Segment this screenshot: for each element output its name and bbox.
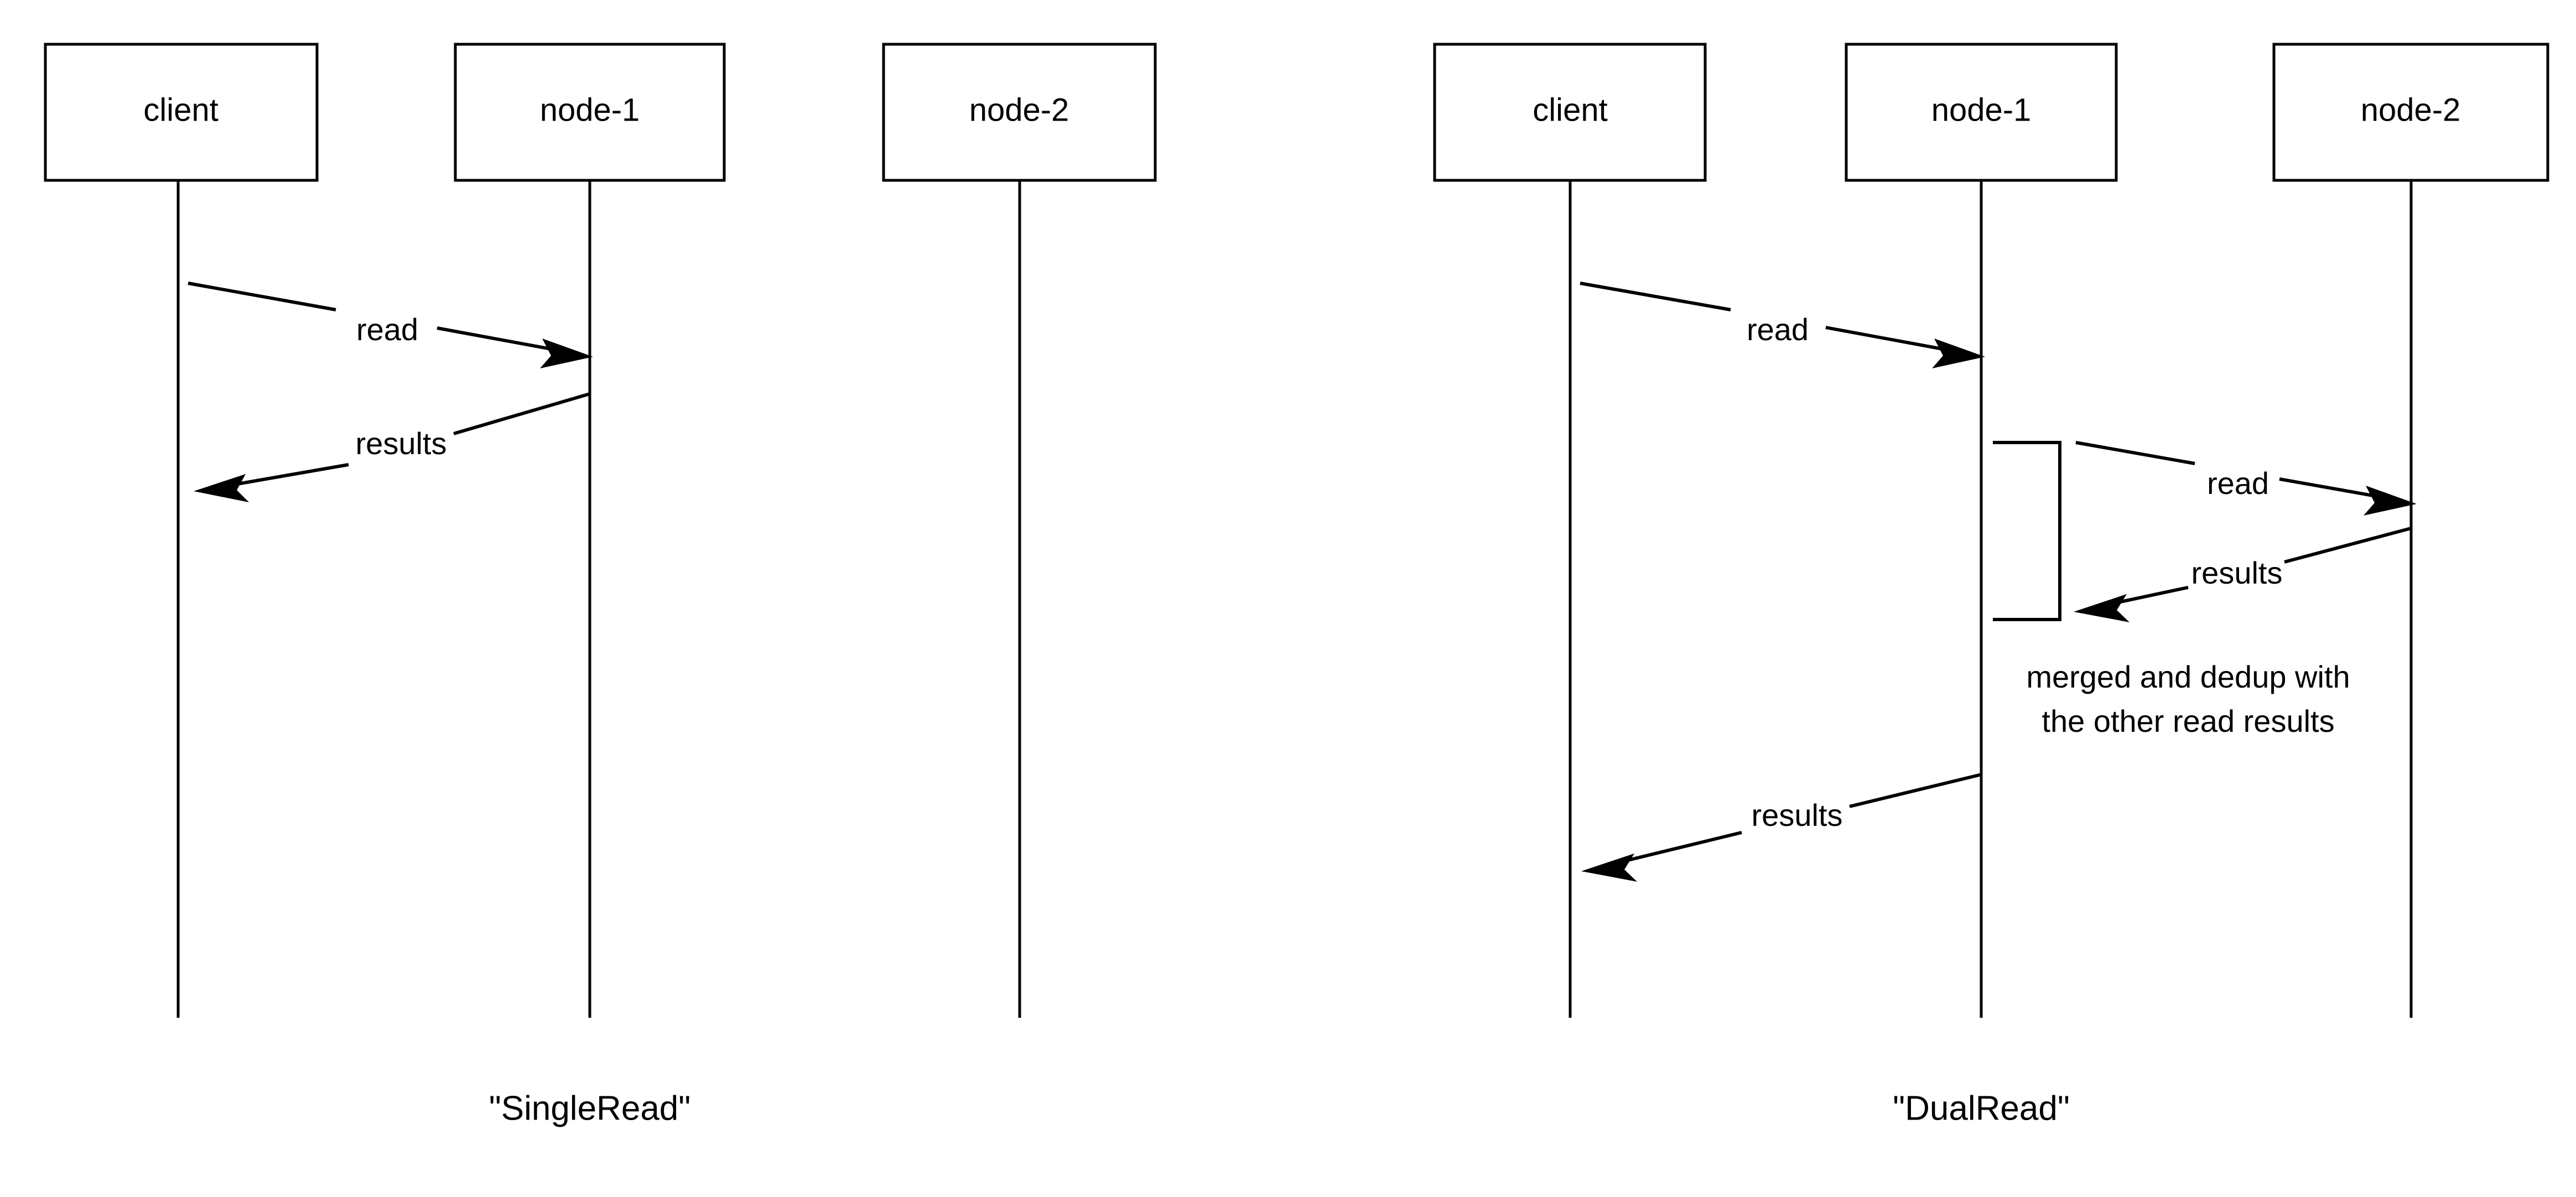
participant-box-client-left[interactable] bbox=[44, 43, 319, 182]
message-read-client-node1-right[interactable]: read bbox=[1580, 282, 1985, 368]
caption-single-read: "SingleRead" bbox=[489, 1089, 691, 1127]
note-merged-dedup-line1: merged and dedup with bbox=[2026, 659, 2350, 694]
participant-label-client-right: client bbox=[1533, 92, 1607, 128]
message-read-nn-right-arrowhead bbox=[2364, 486, 2417, 516]
message-results-left-segment-b bbox=[221, 463, 349, 488]
message-results-left-segment-a bbox=[453, 392, 590, 435]
message-results-node1-client-right[interactable]: results bbox=[1581, 773, 1982, 882]
note-merged-dedup-right: merged and dedup with the other read res… bbox=[2026, 659, 2350, 738]
message-read-cn-right-label: read bbox=[1747, 312, 1809, 347]
message-read-nn-right-label: read bbox=[2207, 466, 2269, 501]
message-results-nn-right-arrowhead bbox=[2074, 594, 2130, 622]
message-results-node2-node1-right[interactable]: results bbox=[2074, 527, 2412, 622]
caption-dual-read: "DualRead" bbox=[1893, 1089, 2070, 1127]
message-read-cn-right-segment-a bbox=[1580, 282, 1731, 311]
message-read-left-arrowhead bbox=[540, 339, 593, 368]
participant-box-client-right[interactable] bbox=[1433, 43, 1707, 182]
message-read-left-label: read bbox=[356, 312, 418, 347]
participant-box-node2-left[interactable] bbox=[882, 43, 1157, 182]
participant-label-client-left: client bbox=[143, 92, 218, 128]
message-results-nn-right-segment-a bbox=[2284, 527, 2412, 564]
message-results-nc-right-segment-b bbox=[1609, 831, 1742, 866]
message-read-left[interactable]: read bbox=[188, 282, 593, 368]
message-read-cn-right-arrowhead bbox=[1932, 339, 1985, 368]
message-results-left[interactable]: results bbox=[194, 392, 590, 502]
message-results-nc-right-segment-a bbox=[1849, 773, 1982, 808]
diagram-dual-read: client node-1 node-2 read read bbox=[1433, 43, 2549, 1127]
message-read-node1-node2-right[interactable]: read bbox=[2075, 441, 2417, 516]
message-results-left-label: results bbox=[356, 426, 447, 461]
participant-label-node1-left: node-1 bbox=[540, 92, 640, 128]
message-results-nn-right-label: results bbox=[2191, 555, 2283, 590]
participant-label-node2-left: node-2 bbox=[969, 92, 1069, 128]
participant-label-node2-right: node-2 bbox=[2361, 92, 2461, 128]
note-merged-dedup-line2: the other read results bbox=[2042, 704, 2334, 738]
participant-box-node1-left[interactable] bbox=[454, 43, 726, 182]
activation-bracket-node1-right bbox=[1993, 441, 2061, 621]
message-results-nc-right-label: results bbox=[1752, 798, 1843, 832]
participant-box-node2-right[interactable] bbox=[2272, 43, 2549, 182]
message-results-nc-right-arrowhead bbox=[1581, 853, 1637, 882]
participant-box-node1-right[interactable] bbox=[1845, 43, 2118, 182]
message-read-left-segment-a bbox=[188, 282, 336, 311]
diagram-single-read: client node-1 node-2 read results "Singl… bbox=[44, 43, 1157, 1127]
message-results-left-arrowhead bbox=[194, 474, 249, 502]
message-read-nn-right-segment-a bbox=[2075, 441, 2195, 465]
participant-label-node1-right: node-1 bbox=[1931, 92, 2032, 128]
